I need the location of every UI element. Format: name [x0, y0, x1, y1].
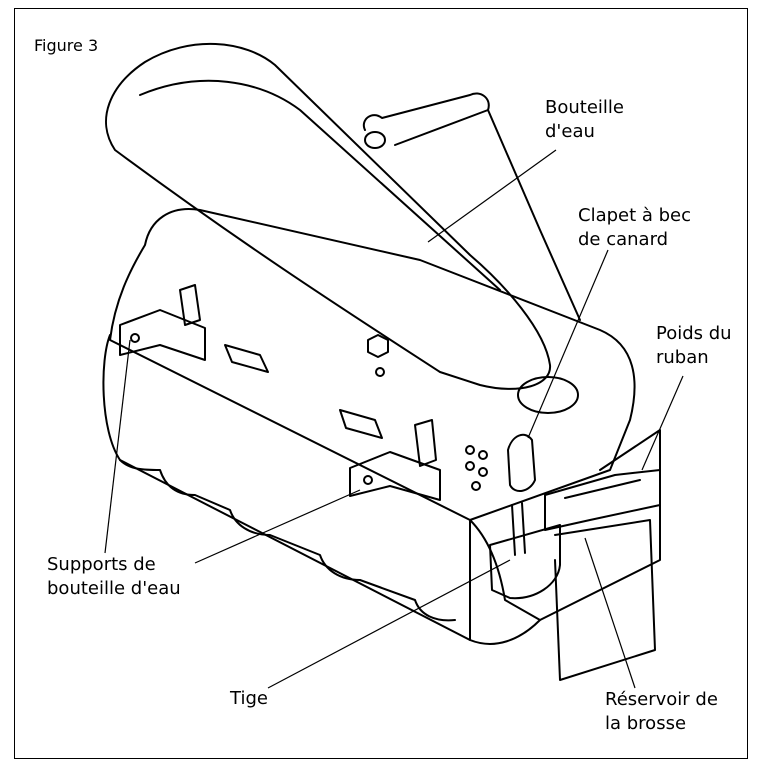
rail-upper	[224, 344, 269, 373]
bracket-left	[119, 309, 206, 361]
leader-bottle-supports-1	[104, 339, 131, 554]
bolt-1	[375, 367, 385, 377]
leader-water-bottle	[427, 149, 557, 243]
valve-ring	[517, 376, 579, 414]
base-scallops	[119, 459, 456, 622]
leader-brush-reservoir	[584, 537, 636, 689]
bolt-2	[465, 445, 475, 455]
bolt-5	[478, 467, 488, 477]
bracket-right	[349, 451, 441, 501]
bracket-left-tab	[179, 284, 201, 326]
bracket-right-tab	[414, 419, 437, 467]
handle-bar	[362, 92, 490, 146]
leader-bottle-supports-2	[194, 489, 361, 564]
bolt-3	[478, 450, 488, 460]
handle-end	[364, 131, 386, 149]
brush-reservoir-skirt	[554, 519, 656, 681]
leader-ribbon-weight	[641, 375, 684, 471]
duckbill-valve	[507, 433, 536, 492]
hex-nut	[367, 334, 389, 358]
leader-duckbill-valve	[527, 249, 609, 439]
ribbon-weight-edge	[564, 479, 641, 499]
bracket-left-hole	[130, 333, 140, 343]
body-base	[102, 334, 661, 645]
figure-label: Figure 3	[34, 36, 99, 55]
bolt-6	[471, 481, 481, 491]
brush-reservoir	[489, 524, 561, 600]
callout-rod: Tige	[230, 688, 268, 709]
base-front	[469, 519, 541, 621]
leader-rod	[267, 559, 511, 689]
handle-arm	[487, 109, 581, 321]
bracket-right-hole	[363, 475, 373, 485]
bolt-4	[465, 461, 475, 471]
water-bottle	[105, 42, 552, 390]
water-bottle-ridge	[139, 79, 501, 291]
body-upper-panel	[109, 208, 636, 521]
rail-lower	[339, 409, 383, 439]
rod	[511, 502, 526, 556]
